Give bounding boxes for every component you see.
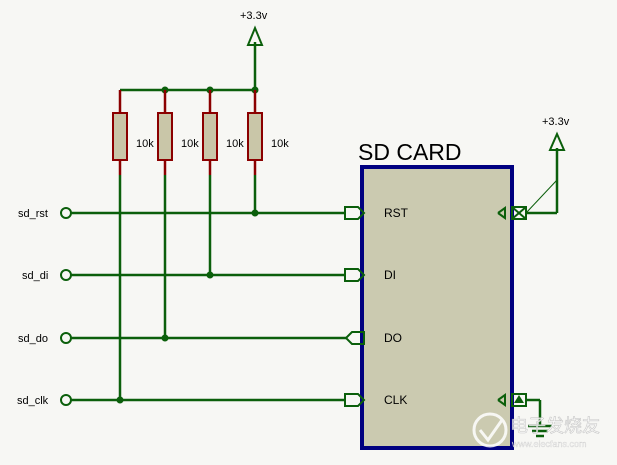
pin-do-output-arrow (344, 331, 365, 345)
signal-row-di: sd_di DI (22, 268, 396, 282)
terminal-sd-clk (60, 394, 72, 406)
resistor-r3: 10k (202, 90, 244, 175)
net-label-sd-do: sd_do (18, 333, 48, 345)
signal-row-rst: sd_rst RST (18, 206, 409, 220)
watermark-logo-icon (472, 412, 508, 448)
pin-rst-input-arrow (344, 206, 366, 220)
pin-di-input-arrow (344, 268, 366, 282)
resistor-r1: 10k (112, 90, 154, 175)
main-power-symbol: +3.3v (240, 10, 268, 90)
pin-label-rst: RST (384, 206, 409, 220)
watermark-text: 电子发烧友 (510, 416, 600, 436)
pin-label-do: DO (384, 331, 402, 345)
signal-row-clk: sd_clk CLK (17, 393, 407, 407)
resistor-r4: 10k (247, 90, 289, 175)
pin-label-di: DI (384, 268, 396, 282)
main-power-label: +3.3v (240, 10, 268, 22)
resistor-r4-value: 10k (271, 138, 289, 150)
resistor-r2: 10k (157, 90, 199, 175)
net-label-sd-di: sd_di (22, 270, 48, 282)
sd-card-title: SD CARD (358, 139, 462, 165)
watermark: 电子发烧友 www.elecfans.com (472, 412, 600, 449)
card-power-label: +3.3v (542, 116, 570, 128)
net-label-sd-rst: sd_rst (18, 208, 48, 220)
terminal-sd-do (60, 332, 72, 344)
card-ground-pin (497, 393, 552, 438)
watermark-url: www.elecfans.com (511, 439, 587, 449)
terminal-sd-di (60, 269, 72, 281)
signal-row-do: sd_do DO (18, 331, 402, 345)
terminal-sd-rst (60, 207, 72, 219)
resistor-r2-value: 10k (181, 138, 199, 150)
resistor-r3-value: 10k (226, 138, 244, 150)
card-power-pin: +3.3v (497, 116, 570, 220)
pin-clk-input-arrow (344, 393, 366, 407)
net-label-sd-clk: sd_clk (17, 395, 49, 407)
sd-card-body (360, 165, 514, 450)
pin-label-clk: CLK (384, 393, 407, 407)
resistor-r1-value: 10k (136, 138, 154, 150)
